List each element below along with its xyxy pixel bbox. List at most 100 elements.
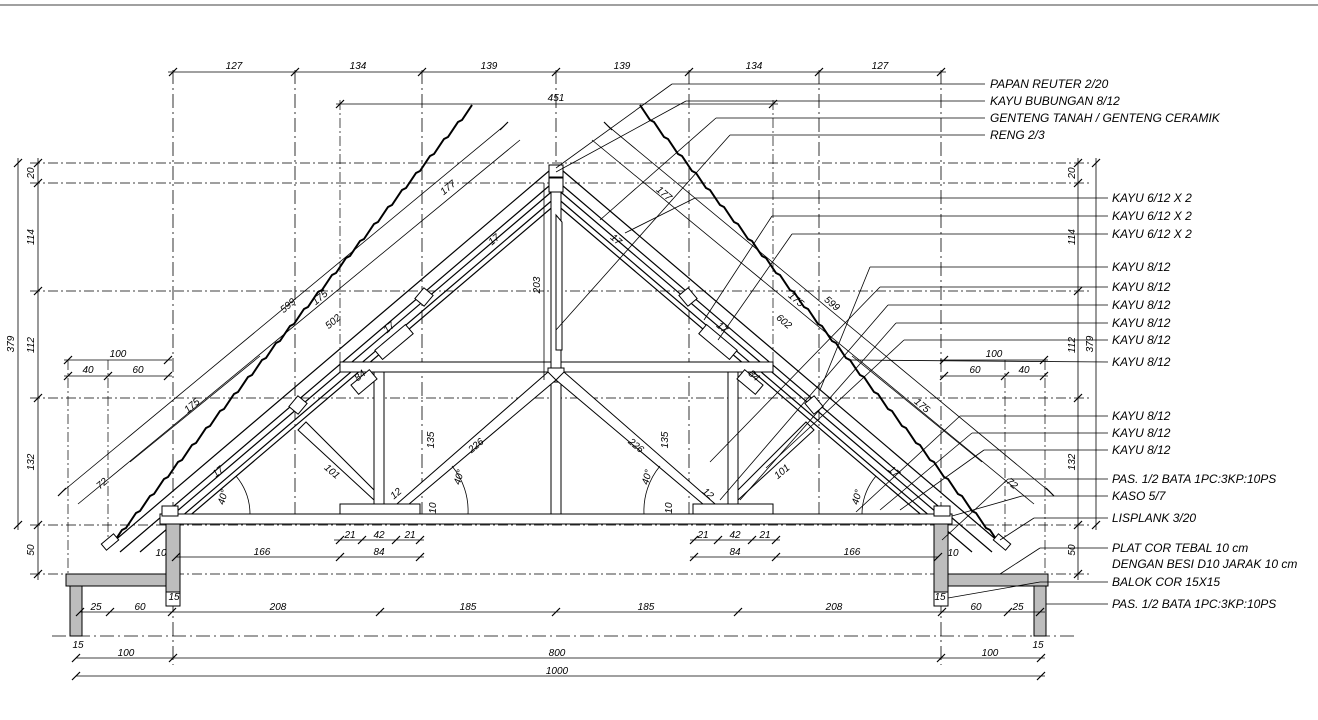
dim-left-v3: 112 xyxy=(26,337,37,353)
dim-right-v1: 20 xyxy=(1067,167,1078,180)
label-kayu-6-12-b: KAYU 6/12 X 2 xyxy=(1112,209,1192,223)
label-kaso: KASO 5/7 xyxy=(1112,489,1167,503)
dim-bot-42b: 42 xyxy=(729,530,741,541)
slope-dims xyxy=(57,121,1055,505)
angle-l-inner: 40° xyxy=(452,469,467,486)
dim-bot-10-right: 10 xyxy=(947,548,959,559)
label-reng: RENG 2/3 xyxy=(990,128,1045,142)
dim-right-ovh-40: 40 xyxy=(1018,365,1030,376)
dim-bot-84b: 84 xyxy=(729,547,741,558)
bottom-dimension-lines xyxy=(71,535,1046,681)
label-kayu-8-12-d: KAYU 8/12 xyxy=(1112,316,1171,330)
dim-top-4: 139 xyxy=(614,61,631,72)
label-genteng: GENTENG TANAH / GENTENG CERAMIK xyxy=(990,111,1221,125)
label-kayu-8-12-g: KAYU 8/12 xyxy=(1112,409,1171,423)
dim-15-b: 15 xyxy=(934,592,946,603)
dim-left-v1: 20 xyxy=(26,167,37,180)
dim-row-185b: 185 xyxy=(638,602,655,613)
label-kayu-8-12-e: KAYU 8/12 xyxy=(1112,333,1171,347)
label-pas-bata-top: PAS. 1/2 BATA 1PC:3KP:10PS xyxy=(1112,472,1276,486)
dim-right-v2: 114 xyxy=(1067,229,1078,245)
dim-15-c: 15 xyxy=(72,640,84,651)
dim-rafter-r-599: 599 xyxy=(822,295,842,314)
right-vertical-dims xyxy=(1073,158,1101,580)
dim-bot-21a: 21 xyxy=(343,530,355,541)
angle-r-outer: 40° xyxy=(850,489,865,506)
dim-total-100b: 100 xyxy=(982,648,999,659)
dim-row-25b: 25 xyxy=(1011,602,1024,613)
dim-rafter-l-502: 502 xyxy=(323,312,343,331)
dim-right-ovh-100: 100 xyxy=(986,349,1003,360)
dim-row-60b: 60 xyxy=(970,602,982,613)
dim-left-ovh-100: 100 xyxy=(110,349,127,360)
dim-bot-21d: 21 xyxy=(758,530,770,541)
dim-15-d: 15 xyxy=(1032,640,1044,651)
dim-left-total: 379 xyxy=(6,335,17,352)
dim-post-r-135: 135 xyxy=(660,431,671,448)
dim-top-3: 139 xyxy=(481,61,498,72)
dim-right-ovh-60: 60 xyxy=(969,365,981,376)
label-kayu-bubungan: KAYU BUBUNGAN 8/12 xyxy=(990,94,1120,108)
left-vertical-dims xyxy=(13,158,43,580)
dim-row-60a: 60 xyxy=(134,602,146,613)
label-kayu-8-12-a: KAYU 8/12 xyxy=(1112,260,1171,274)
label-balok-cor: BALOK COR 15X15 xyxy=(1112,575,1220,589)
dim-bot-10-left: 10 xyxy=(155,548,167,559)
label-kayu-8-12-i: KAYU 8/12 xyxy=(1112,443,1171,457)
dim-rafter-r-175b: 175 xyxy=(912,397,932,416)
dim-bot-21b: 21 xyxy=(403,530,415,541)
dim-left-v4: 132 xyxy=(26,453,37,470)
label-kayu-6-12-c: KAYU 6/12 X 2 xyxy=(1112,227,1192,241)
dim-row-208b: 208 xyxy=(825,602,843,613)
dim-top-6: 127 xyxy=(872,61,889,72)
roof-structure xyxy=(100,104,1012,553)
dim-total-100a: 100 xyxy=(118,648,135,659)
dim-total-800: 800 xyxy=(549,648,566,659)
dim-left-ovh-40: 40 xyxy=(82,365,94,376)
dim-rafter-l-17c: 17 xyxy=(211,464,227,480)
dim-15-a: 15 xyxy=(168,592,180,603)
dim-top-1: 127 xyxy=(226,61,243,72)
dim-right-v5: 50 xyxy=(1067,544,1078,556)
leader-lines xyxy=(555,83,1109,605)
label-plat-cor: PLAT COR TEBAL 10 cm xyxy=(1112,541,1248,555)
dim-rafter-r-602: 602 xyxy=(774,313,794,332)
angle-arcs xyxy=(235,465,877,515)
dim-total-1000: 1000 xyxy=(546,666,569,677)
dim-rafter-l-177: 177 xyxy=(438,178,458,197)
dim-top-span: 451 xyxy=(548,93,565,104)
dim-right-total: 379 xyxy=(1085,335,1096,352)
walls-and-slab xyxy=(65,523,1049,637)
dim-bot-42a: 42 xyxy=(373,530,385,541)
dim-chord-l-10: 10 xyxy=(428,502,439,514)
label-kayu-8-12-c: KAYU 8/12 xyxy=(1112,298,1171,312)
overhang-dims xyxy=(63,355,1049,381)
dim-bot-166-right: 166 xyxy=(844,547,861,558)
label-pas-bata-bottom: PAS. 1/2 BATA 1PC:3KP:10PS xyxy=(1112,597,1276,611)
angle-r-inner: 40° xyxy=(640,469,655,486)
dim-rafter-l-175b: 175 xyxy=(182,396,202,415)
dim-post-l-135: 135 xyxy=(426,431,437,448)
label-lisplank: LISPLANK 3/20 xyxy=(1112,511,1196,525)
label-besi: DENGAN BESI D10 JARAK 10 cm xyxy=(1112,557,1297,571)
top-dimension-row xyxy=(168,67,946,109)
dim-king-post: 203 xyxy=(532,276,543,294)
angle-l-outer: 40° xyxy=(216,489,231,506)
dim-row-208a: 208 xyxy=(269,602,287,613)
label-kayu-8-12-b: KAYU 8/12 xyxy=(1112,280,1171,294)
dim-right-v4: 132 xyxy=(1067,453,1078,470)
dim-top-2: 134 xyxy=(350,61,367,72)
label-papan-reuter: PAPAN REUTER 2/20 xyxy=(990,77,1109,91)
dim-row-185a: 185 xyxy=(460,602,477,613)
dim-bot-166-left: 166 xyxy=(254,547,271,558)
dim-row-25a: 25 xyxy=(89,602,102,613)
dim-left-ovh-60: 60 xyxy=(132,365,144,376)
dim-chord-r-10: 10 xyxy=(664,502,675,514)
dim-rafter-l-599: 599 xyxy=(278,296,298,315)
dim-left-v2: 114 xyxy=(26,229,37,245)
dim-left-v5: 50 xyxy=(26,544,37,556)
label-kayu-8-12-h: KAYU 8/12 xyxy=(1112,426,1171,440)
label-kayu-6-12-a: KAYU 6/12 X 2 xyxy=(1112,191,1192,205)
dim-bot-84a: 84 xyxy=(373,547,385,558)
